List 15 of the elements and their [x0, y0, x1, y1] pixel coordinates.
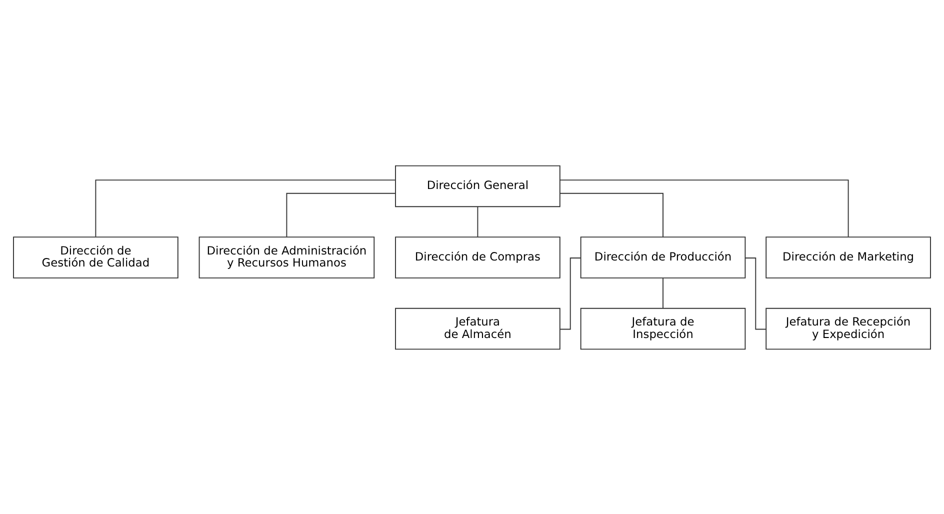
connector: [662, 277, 664, 308]
node-box: Dirección de Marketing: [766, 236, 931, 278]
node-box: Dirección de Producción: [580, 236, 746, 278]
node-box: Dirección de Administración y Recursos Humanos: [198, 236, 375, 278]
node-box: Dirección General: [395, 164, 560, 207]
node-box: Jefatura de Inspección: [580, 307, 746, 350]
connector: [95, 179, 396, 237]
connector: [477, 206, 478, 237]
node-box: Dirección de Gestión de Calidad: [13, 236, 178, 278]
connector: [560, 192, 664, 237]
node-box: Jefatura de Recepción y Expedición: [766, 307, 931, 350]
connector: [559, 179, 849, 237]
node-box: Dirección de Compras: [395, 236, 560, 278]
connector: [286, 192, 396, 237]
node-box: Jefatura de Almacén: [395, 307, 560, 350]
